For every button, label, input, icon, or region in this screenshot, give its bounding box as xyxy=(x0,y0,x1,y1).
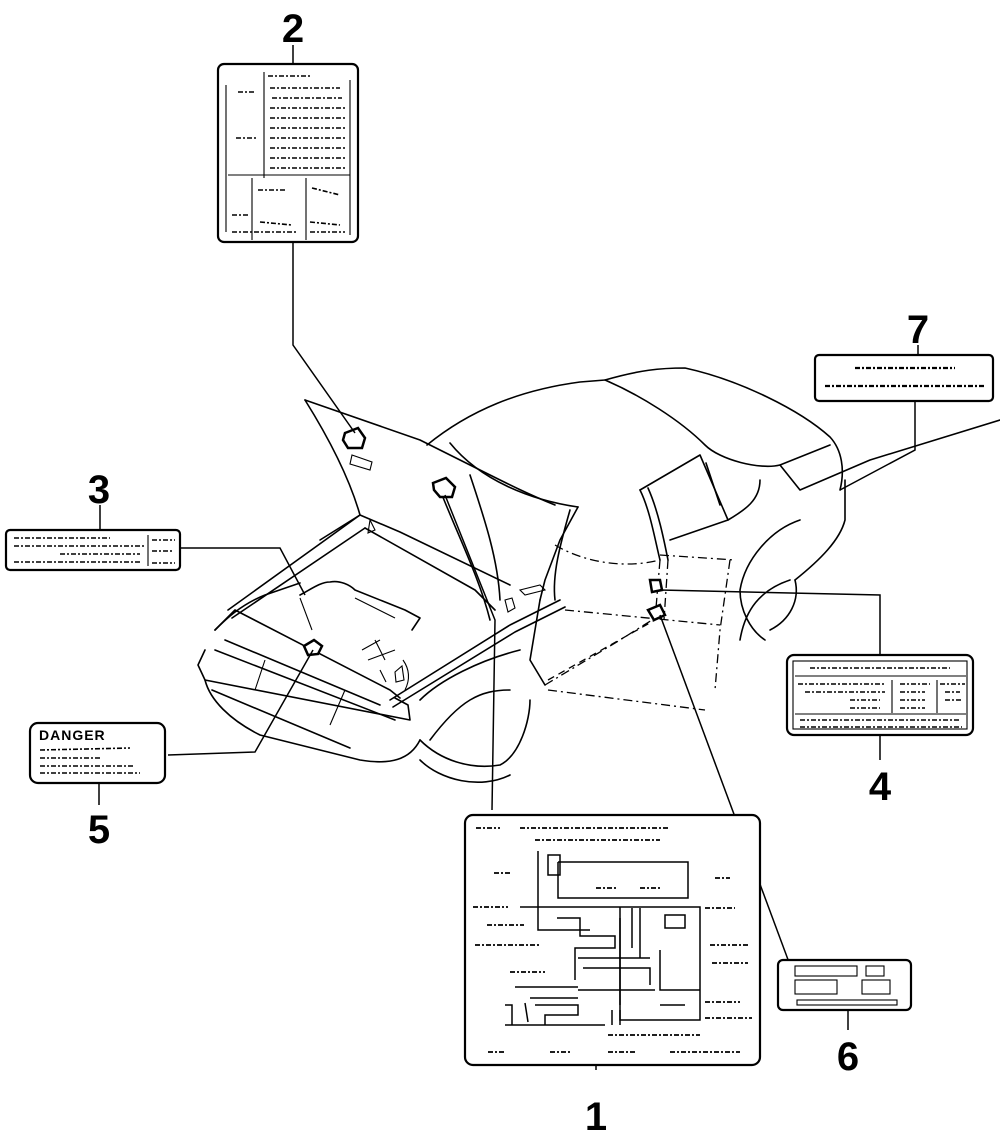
radiator-label-marker-5 xyxy=(302,638,324,657)
label-7-fuel xyxy=(813,353,995,403)
label-3-caution xyxy=(4,528,182,572)
hood-label-marker-1 xyxy=(431,476,457,499)
door-jamb-marker-6 xyxy=(646,603,667,622)
hood-label-marker-2 xyxy=(341,426,367,450)
callout-number-2: 2 xyxy=(282,7,304,51)
callout-number-7: 7 xyxy=(907,308,929,352)
label-4-tire-info xyxy=(785,653,975,737)
callout-number-6: 6 xyxy=(837,1035,859,1079)
danger-heading: DANGER xyxy=(39,727,106,743)
callout-number-5: 5 xyxy=(88,808,110,852)
callout-number-4: 4 xyxy=(869,765,892,809)
callout-number-1: 1 xyxy=(585,1095,607,1136)
label-6-certification xyxy=(776,958,913,1012)
car-body xyxy=(197,367,1000,783)
leader-lines xyxy=(98,45,919,1070)
label-2-underhood-info xyxy=(216,62,360,244)
label-5-danger: DANGER xyxy=(28,721,167,785)
callout-number-3: 3 xyxy=(88,468,110,512)
label-1-emission-vacuum-routing xyxy=(463,813,762,1067)
